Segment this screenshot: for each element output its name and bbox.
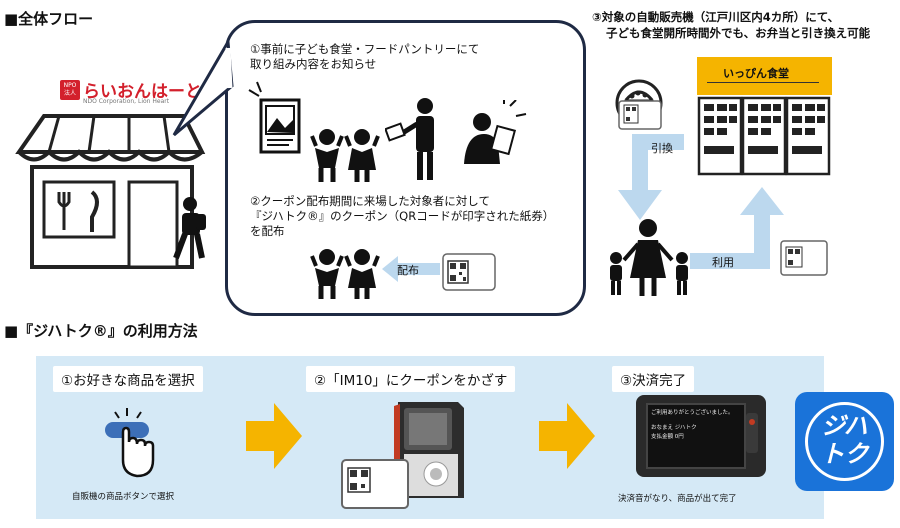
step2-text: ②クーポン配布期間に来場した対象者に対して 『ジハトク®』のクーポン（QRコード… (250, 194, 555, 238)
step1-text: ①事前に子ども食堂・フードパントリーにて 取り組み内容をお知らせ (250, 42, 480, 71)
exchange-label: 引換 (651, 142, 673, 155)
logo-line2: トク (820, 440, 869, 468)
distribute-arrow (382, 256, 440, 282)
use-label: 利用 (712, 256, 734, 269)
brand-name: らいおんはーと (83, 82, 202, 102)
use-arrow (690, 187, 784, 269)
terminal-screen: ご利用ありがとうございました。 おなまえ ジハトク 支払金額 0円 (646, 403, 746, 469)
usage-step1-caption: 自販機の商品ボタンで選択 (72, 492, 175, 502)
step-arrow-1 (246, 403, 302, 469)
family-icon (610, 219, 688, 296)
usage-step2-label: ②「IM10」にクーポンをかざす (306, 366, 516, 392)
usage-step3-label: ③決済完了 (612, 366, 695, 392)
store-icon (15, 114, 206, 269)
im10-reader-icon (341, 402, 464, 509)
poster-icon (248, 81, 301, 154)
usage-heading: ■『ジハトク®』の利用方法 (4, 322, 198, 340)
bubble-tail (172, 40, 234, 137)
logo-line1: ジハ (821, 412, 868, 440)
vending-caption: ③対象の自動販売機（江戸川区内4カ所）にて、 子ども食堂開所時間外でも、お弁当と… (592, 10, 871, 40)
distribute-label: 配布 (397, 264, 419, 277)
children-icon (310, 129, 380, 182)
vending-machines-icon (697, 96, 831, 176)
payment-terminal-icon: ご利用ありがとうございました。 おなまえ ジハトク 支払金額 0円 (636, 395, 766, 477)
walking-child-icon (173, 197, 206, 260)
children-receive-icon (310, 249, 380, 299)
jihatoku-logo: ジハ トク (795, 392, 894, 491)
exchange-ticket-icon (618, 100, 662, 130)
brand-sub: NDO Corporation, Lion Heart (83, 98, 170, 105)
button-press-icon (105, 408, 155, 478)
coupon-ticket-icon (442, 253, 496, 291)
exchange-arrow (618, 134, 684, 220)
use-ticket-icon (780, 240, 828, 276)
shop-sign: いっぴん食堂 (697, 57, 832, 95)
flow-heading: ■全体フロー (4, 10, 94, 28)
usage-step3-caption: 決済音がなり、商品が出て完了 (618, 494, 737, 504)
usage-step1-label: ①お好きな商品を選択 (53, 366, 203, 392)
reading-person-icon (464, 100, 527, 164)
staff-icon (385, 98, 434, 180)
step-arrow-2 (539, 403, 595, 469)
